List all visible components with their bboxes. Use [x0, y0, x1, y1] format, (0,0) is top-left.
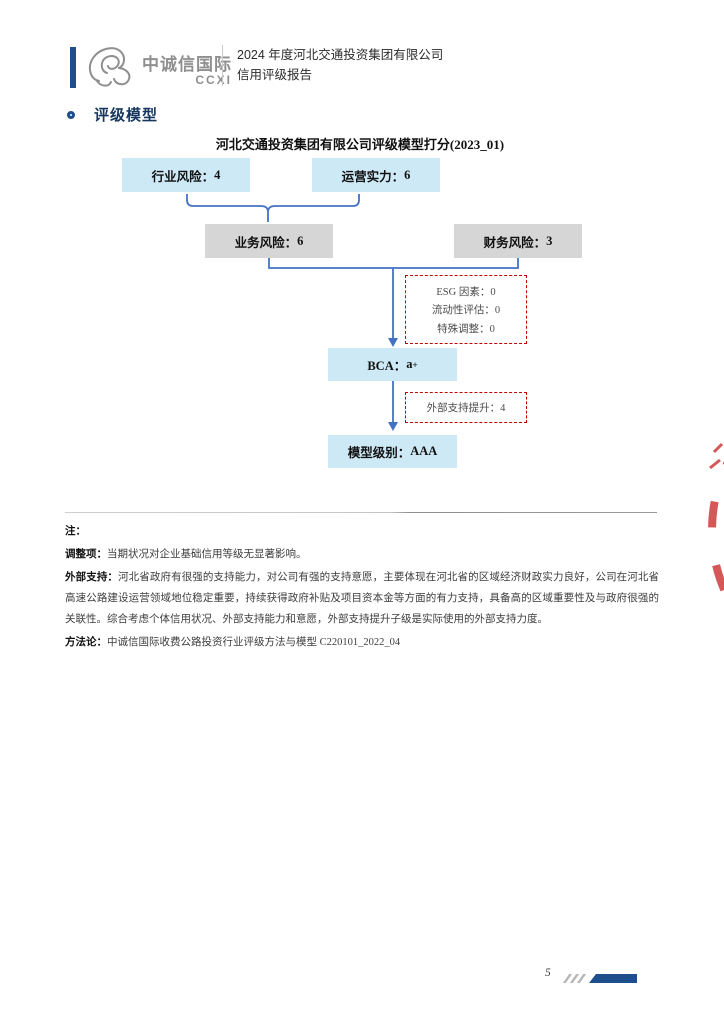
node-business-label: 业务风险：	[234, 235, 298, 250]
node-external-support: 外部支持提升：4	[405, 392, 527, 423]
section-heading: 评级模型	[67, 104, 158, 125]
esg-factor-line: ESG 因素：0	[436, 286, 496, 298]
header-accent-bar	[70, 47, 76, 88]
notes-head: 注：	[65, 525, 86, 537]
logo-name: 中诚信国际	[142, 55, 232, 74]
logo-abbr: CCXI	[195, 73, 232, 87]
node-operation-strength: 运营实力：6	[312, 158, 440, 192]
node-operation-value: 6	[404, 167, 411, 182]
node-industry-risk: 行业风险：4	[122, 158, 250, 192]
notes-block: 注： 调整项：当期状况对企业基础信用等级无显著影响。 外部支持：河北省政府有很强…	[65, 521, 659, 655]
page-number: 5	[545, 967, 551, 979]
notes-divider	[65, 512, 657, 513]
node-model-value: AAA	[410, 444, 438, 458]
note-external-support: 外部支持：河北省政府有很强的支持能力，对公司有强的支持意愿，主要体现在河北省的区…	[65, 567, 659, 630]
elephant-logo-icon	[86, 42, 138, 95]
external-support-line: 外部支持提升：4	[426, 403, 506, 414]
node-bca-value-sup: +	[412, 359, 418, 370]
ring-bullet-icon	[67, 110, 75, 119]
company-logo: 中诚信国际 CCXI	[86, 42, 232, 95]
node-bca-value: a	[406, 357, 413, 371]
report-title: 2024 年度河北交通投资集团有限公司 信用评级报告	[237, 45, 443, 85]
node-bca: BCA：a+	[328, 348, 457, 381]
slash-icon	[576, 974, 587, 983]
node-financial-risk: 财务风险：3	[454, 224, 582, 258]
diagram-title: 河北交通投资集团有限公司评级模型打分(2023_01)	[215, 137, 505, 152]
node-business-value: 6	[297, 233, 304, 248]
note-methodology-text: 中诚信国际收费公路投资行业评级方法与模型 C220101_2022_04	[107, 637, 401, 648]
red-seal-fragment-icon	[698, 430, 724, 640]
note-methodology: 方法论：中诚信国际收费公路投资行业评级方法与模型 C220101_2022_04	[65, 632, 659, 653]
node-model-label: 模型级别：	[347, 446, 411, 460]
node-adjustment-factors: ESG 因素：0 流动性评估：0 特殊调整：0	[405, 275, 527, 344]
footer-blue-bar	[589, 974, 637, 983]
footer-decoration	[562, 974, 637, 983]
report-title-line1: 2024 年度河北交通投资集团有限公司	[237, 48, 444, 62]
note-adjustment-text: 当期状况对企业基础信用等级无显著影响。	[107, 549, 307, 560]
node-industry-label: 行业风险：	[151, 169, 215, 184]
node-industry-value: 4	[214, 167, 221, 182]
node-model-grade: 模型级别：AAA	[328, 435, 457, 468]
node-bca-label: BCA：	[367, 359, 407, 373]
report-title-line2: 信用评级报告	[237, 68, 313, 82]
node-operation-label: 运营实力：	[341, 169, 405, 184]
section-title: 评级模型	[94, 107, 159, 124]
note-support-text: 河北省政府有很强的支持能力，对公司有强的支持意愿，主要体现在河北省的区域经济财政…	[65, 572, 659, 625]
note-support-label: 外部支持：	[65, 571, 119, 583]
node-finance-value: 3	[546, 233, 553, 248]
header-divider	[222, 45, 223, 86]
liquidity-line: 流动性评估：0	[431, 305, 501, 316]
special-adjustment-line: 特殊调整：0	[437, 323, 495, 335]
node-finance-label: 财务风险：	[483, 235, 547, 250]
node-business-risk: 业务风险：6	[205, 224, 333, 258]
note-adjustment: 调整项：当期状况对企业基础信用等级无显著影响。	[65, 544, 659, 565]
logo-text: 中诚信国际 CCXI	[142, 50, 232, 87]
note-adjustment-label: 调整项：	[65, 548, 107, 560]
note-methodology-label: 方法论：	[65, 636, 107, 648]
